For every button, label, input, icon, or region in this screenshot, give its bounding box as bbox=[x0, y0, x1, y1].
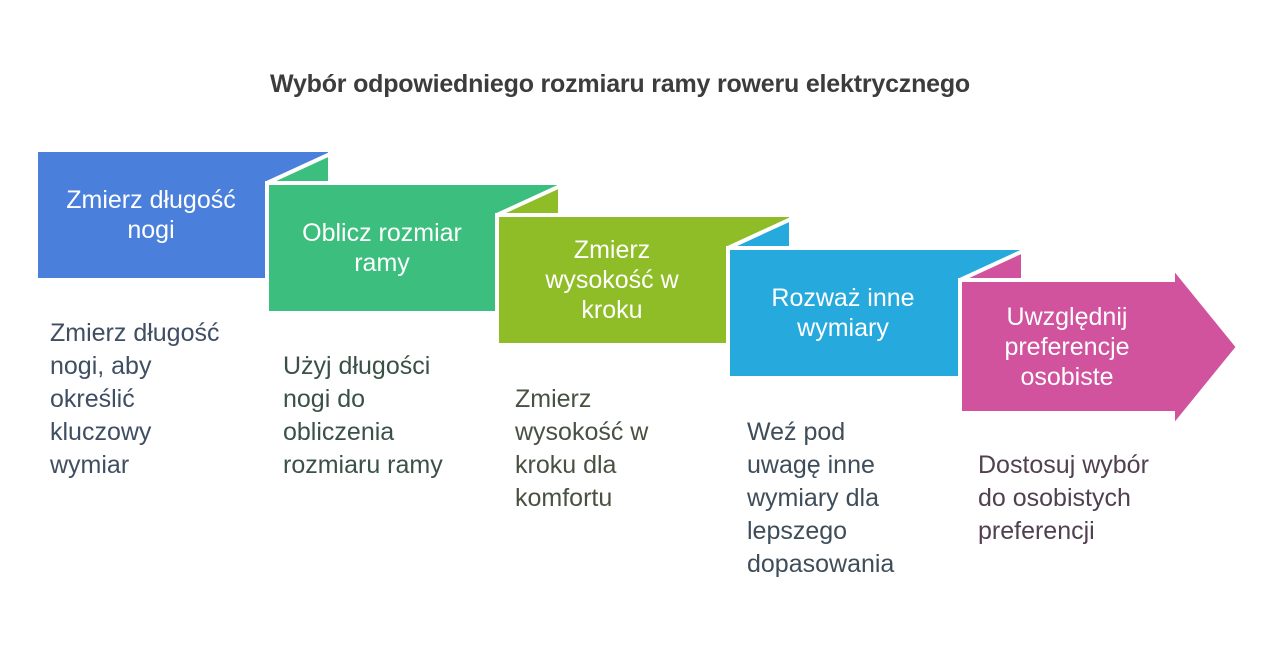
step-4-label: Rozważ inne wymiary bbox=[728, 248, 958, 378]
step-4-description: Weź pod uwagę inne wymiary dla lepszego … bbox=[747, 416, 894, 581]
step-5-arrow-shape bbox=[958, 261, 1241, 433]
step-5-description-line: preferencji bbox=[978, 517, 1095, 545]
step-2-description-line: nogi do bbox=[283, 385, 366, 413]
step-4-description-line: wymiary dla bbox=[747, 484, 879, 512]
step-1-description: Zmierz długość nogi, aby określić kluczo… bbox=[50, 317, 220, 482]
step-2-label-line: Oblicz rozmiar bbox=[302, 219, 462, 247]
step-3-description-line: kroku dla bbox=[515, 451, 617, 479]
diagram-title: Wybór odpowiedniego rozmiaru ramy roweru… bbox=[270, 70, 970, 98]
step-2-description-line: Użyj długości bbox=[283, 352, 431, 380]
step-3-fold bbox=[496, 182, 562, 217]
step-1-description-line: kluczowy bbox=[50, 418, 152, 446]
step-3-label-line: Zmierz bbox=[573, 236, 651, 264]
step-2-label: Oblicz rozmiar ramy bbox=[267, 183, 497, 313]
step-2-label-line: ramy bbox=[354, 249, 410, 277]
step-5-description: Dostosuj wybór do osobistych preferencji bbox=[978, 449, 1149, 548]
step-5-fold bbox=[959, 247, 1025, 282]
step-3-description-line: Zmierz bbox=[515, 385, 592, 413]
step-3-description: Zmierz wysokość w kroku dla komfortu bbox=[515, 383, 648, 515]
step-1-label-line: nogi bbox=[127, 216, 175, 244]
step-5-label: Uwzględnij preferencje osobiste bbox=[960, 280, 1174, 413]
step-5-label-line: osobiste bbox=[1020, 362, 1114, 391]
step-2-description-line: obliczenia bbox=[283, 418, 395, 446]
step-5-description-line: Dostosuj wybór bbox=[978, 451, 1149, 479]
step-5-label-line: Uwzględnij bbox=[1006, 302, 1128, 331]
step-3-label: Zmierz wysokość w kroku bbox=[497, 215, 727, 345]
step-1-description-line: nogi, aby bbox=[50, 352, 152, 380]
step-1-label: Zmierz długość nogi bbox=[36, 150, 266, 280]
step-4-label-line: wymiary bbox=[797, 314, 889, 342]
step-2-description-line: rozmiaru ramy bbox=[283, 451, 443, 479]
step-2-fold bbox=[266, 150, 332, 185]
step-4-description-line: dopasowania bbox=[747, 550, 895, 578]
step-1-description-line: wymiar bbox=[50, 451, 130, 479]
step-1-description-line: określić bbox=[50, 385, 135, 413]
step-3-label-line: kroku bbox=[581, 296, 643, 324]
step-4-fold bbox=[727, 215, 793, 250]
step-5-label-line: preferencje bbox=[1004, 332, 1130, 361]
step-4-description-line: Weź pod bbox=[747, 418, 846, 446]
step-4-description-line: lepszego bbox=[747, 517, 848, 545]
step-3-description-line: wysokość w bbox=[515, 418, 649, 446]
step-3-description-line: komfortu bbox=[515, 484, 613, 512]
step-3-label-line: wysokość w bbox=[545, 266, 679, 294]
step-5-description-line: do osobistych bbox=[978, 484, 1131, 512]
step-1-label-line: Zmierz długość bbox=[66, 186, 236, 214]
step-1-description-line: Zmierz długość bbox=[50, 319, 220, 347]
step-2-description: Użyj długości nogi do obliczenia rozmiar… bbox=[283, 350, 443, 482]
step-4-label-line: Rozważ inne bbox=[771, 284, 915, 312]
step-4-description-line: uwagę inne bbox=[747, 451, 875, 479]
